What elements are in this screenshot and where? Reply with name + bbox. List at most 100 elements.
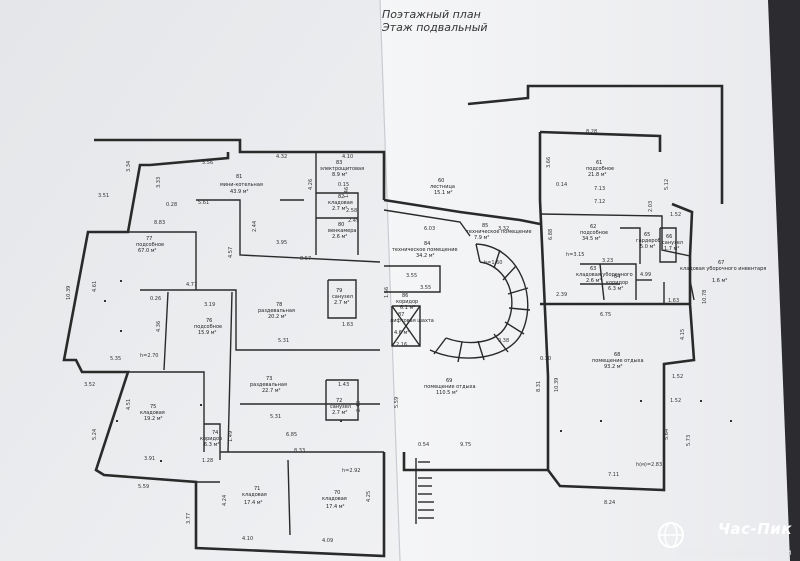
svg-text:65: 65 — [644, 232, 650, 238]
svg-text:5.0 м²: 5.0 м² — [640, 244, 655, 250]
svg-text:раздевальная: раздевальная — [258, 308, 295, 314]
svg-text:73: 73 — [266, 376, 272, 382]
svg-text:17.4 м²: 17.4 м² — [244, 500, 263, 506]
svg-text:8.31: 8.31 — [536, 381, 542, 392]
room-76: 76 подсобное 15.9 м² — [194, 318, 222, 336]
svg-text:85: 85 — [482, 223, 488, 229]
svg-text:2.7 м²: 2.7 м² — [332, 206, 347, 212]
svg-text:8.24: 8.24 — [604, 500, 615, 506]
room-86: 86 коридор 6.1 м² — [396, 293, 418, 311]
svg-text:3.77: 3.77 — [186, 513, 192, 524]
svg-text:коридор: коридор — [200, 436, 222, 442]
svg-text:4.51: 4.51 — [126, 399, 132, 410]
paper-fold — [379, 0, 401, 561]
svg-text:71: 71 — [254, 486, 260, 492]
plan-subtitle: Этаж подвальный — [381, 21, 488, 34]
svg-text:3.55: 3.55 — [420, 285, 431, 291]
svg-text:0.30: 0.30 — [540, 356, 551, 362]
svg-text:66: 66 — [666, 234, 672, 240]
room-67: 67 кладовая уборочного инвентаря 1.6 м² — [680, 260, 766, 284]
svg-text:1.6 м²: 1.6 м² — [712, 278, 727, 284]
svg-text:76: 76 — [206, 318, 212, 324]
room-68: 68 помещение отдыха 93.2 м² — [592, 352, 644, 370]
svg-text:2.7 м²: 2.7 м² — [334, 300, 349, 306]
svg-text:74: 74 — [212, 430, 218, 436]
room-74: 74 коридор 6.3 м² — [200, 430, 222, 448]
svg-text:17.4 м²: 17.4 м² — [326, 504, 345, 510]
svg-text:20.2 м²: 20.2 м² — [268, 314, 287, 320]
svg-text:кладовая: кладовая — [242, 492, 267, 498]
svg-text:10.78: 10.78 — [702, 290, 708, 304]
svg-text:5.31: 5.31 — [278, 338, 289, 344]
svg-text:4.77: 4.77 — [186, 282, 197, 288]
room-73: 73 раздевальная 22.7 м² — [250, 376, 287, 394]
svg-text:h=1.60: h=1.60 — [484, 260, 503, 266]
svg-text:3.55: 3.55 — [406, 273, 417, 279]
svg-text:15.9 м²: 15.9 м² — [198, 330, 217, 336]
svg-text:6.85: 6.85 — [286, 432, 297, 438]
svg-text:1.52: 1.52 — [670, 398, 681, 404]
globe-logo-icon — [658, 522, 684, 548]
svg-text:64: 64 — [614, 274, 620, 280]
svg-text:лестница: лестница — [430, 184, 455, 190]
svg-text:5.59: 5.59 — [394, 397, 400, 408]
svg-text:2.16: 2.16 — [396, 342, 407, 348]
svg-text:кладовая: кладовая — [328, 200, 353, 206]
svg-text:6.88: 6.88 — [548, 229, 554, 240]
svg-text:84: 84 — [424, 241, 430, 247]
walls-right-wing — [467, 84, 724, 492]
svg-text:10.39: 10.39 — [66, 286, 72, 300]
svg-text:техническое помещение: техническое помещение — [466, 229, 532, 235]
svg-text:кладовая уборочного: кладовая уборочного — [576, 272, 633, 278]
svg-text:61: 61 — [596, 160, 602, 166]
svg-text:электрощитовая: электрощитовая — [320, 166, 364, 172]
room-60: 60 лестница 15.1 м² — [430, 178, 455, 196]
svg-text:помещение отдыха: помещение отдыха — [424, 384, 476, 390]
svg-text:82: 82 — [338, 194, 344, 200]
room-64: 64 коридор 6.3 м² — [606, 274, 628, 292]
svg-text:6.1 м²: 6.1 м² — [400, 305, 415, 311]
svg-text:2.58: 2.58 — [346, 208, 357, 214]
svg-text:4.32: 4.32 — [276, 154, 287, 160]
svg-text:87: 87 — [398, 312, 404, 318]
svg-text:2.43: 2.43 — [356, 401, 362, 412]
svg-text:санузел: санузел — [332, 294, 353, 300]
agency-name: Час-Пик — [717, 520, 792, 538]
svg-text:83: 83 — [336, 160, 342, 166]
svg-text:3.95: 3.95 — [276, 240, 287, 246]
svg-text:43.9 м²: 43.9 м² — [230, 189, 249, 195]
room-75: 75 кладовая 19.2 м² — [140, 404, 165, 422]
svg-text:5.73: 5.73 — [686, 435, 692, 446]
svg-text:4.24: 4.24 — [222, 495, 228, 506]
svg-text:0.38: 0.38 — [498, 338, 509, 344]
agency-tagline: АГЕНТСТВО НЕДВИЖИМОСТИ — [677, 549, 792, 557]
room-84: 84 техническое помещение 34.2 м² — [392, 241, 458, 259]
svg-text:техническое помещение: техническое помещение — [392, 247, 458, 253]
svg-text:72: 72 — [336, 398, 342, 404]
svg-text:2.44: 2.44 — [252, 221, 258, 232]
svg-text:8.83: 8.83 — [154, 220, 165, 226]
svg-text:2.6 м²: 2.6 м² — [332, 234, 347, 240]
svg-text:2.6 м²: 2.6 м² — [586, 278, 601, 284]
walls-left-wing — [62, 138, 386, 558]
room-69: 69 помещение отдыха 110.5 м² — [424, 378, 476, 396]
svg-text:коридор: коридор — [606, 280, 628, 286]
svg-text:лифтовая шахта: лифтовая шахта — [390, 318, 434, 324]
svg-text:34.5 м²: 34.5 м² — [582, 236, 601, 242]
svg-text:5.61: 5.61 — [198, 200, 209, 206]
svg-text:5.35: 5.35 — [110, 356, 121, 362]
svg-text:15.1 м²: 15.1 м² — [434, 190, 453, 196]
svg-text:4.26: 4.26 — [308, 179, 314, 190]
svg-text:0.28: 0.28 — [166, 202, 177, 208]
paper-right — [380, 0, 790, 561]
svg-text:3.66: 3.66 — [546, 157, 552, 168]
svg-text:кладовая уборочного инвентаря: кладовая уборочного инвентаря — [680, 266, 766, 272]
svg-text:4.25: 4.25 — [366, 491, 372, 502]
plan-title: Поэтажный план — [382, 8, 481, 21]
svg-text:0.54: 0.54 — [418, 442, 429, 448]
svg-text:10.39: 10.39 — [554, 378, 560, 392]
svg-text:34.2 м²: 34.2 м² — [416, 253, 435, 259]
svg-text:86: 86 — [402, 293, 408, 299]
svg-text:5.31: 5.31 — [270, 414, 281, 420]
svg-text:коридор: коридор — [396, 299, 418, 305]
